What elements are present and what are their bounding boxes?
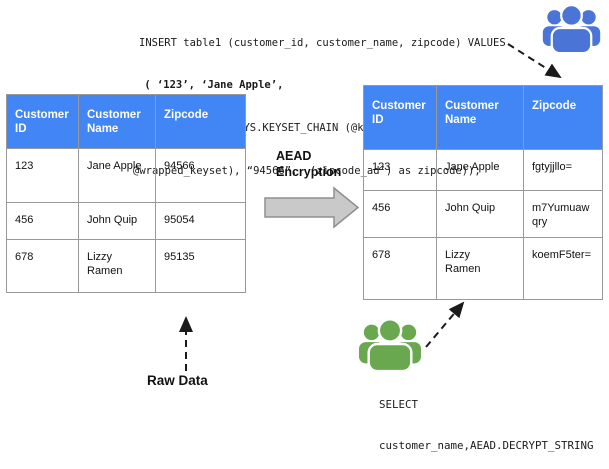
cell-text: Jane Apple (445, 161, 500, 173)
table-row: 456 John Quip 95054 (6, 202, 246, 240)
table-cell: 456 (363, 190, 437, 238)
cell-text: John Quip (87, 214, 138, 226)
table-cell: koemF5ter= (523, 237, 603, 300)
raw-data-label: Raw Data (147, 373, 208, 388)
table-cell: m7Yumuawqry (523, 190, 603, 238)
cell-text: Lizzy Ramen (87, 251, 123, 277)
table-cell: John Quip (436, 190, 524, 238)
column-header: Customer ID (6, 94, 79, 149)
table-row: 456 John Quip m7Yumuawqry (363, 190, 603, 238)
cell-text: Lizzy Ramen (445, 249, 481, 275)
table-row: 123 Jane Apple fgtyjjllo= (363, 149, 603, 191)
table-cell: 95135 (155, 239, 246, 293)
column-header: Customer Name (436, 85, 524, 150)
users-group-icon-blue (542, 4, 601, 54)
table-cell: 123 (6, 148, 79, 203)
table-cell: Jane Apple (78, 148, 156, 203)
table-cell: 95054 (155, 202, 246, 240)
table-cell: 123 (363, 149, 437, 191)
encrypted-value: m7Yumuawqry (532, 202, 590, 228)
column-header: Zipcode (155, 94, 246, 149)
users-group-icon-green (359, 318, 421, 373)
insert-sql-line: ( ‘123’, ‘Jane Apple’, (138, 79, 284, 92)
decrypt-flow-dashed-arrow (425, 301, 465, 348)
column-header: Customer Name (78, 94, 156, 149)
encrypted-value: fgtyjjllo= (532, 161, 573, 173)
table-cell: fgtyjjllo= (523, 149, 603, 191)
cell-text: John Quip (445, 202, 496, 214)
cell-text: Jane Apple (87, 160, 142, 172)
table-cell: 678 (363, 237, 437, 300)
table-row: 678 Lizzy Ramen koemF5ter= (363, 237, 603, 300)
table-cell: 678 (6, 239, 79, 293)
select-sql-line: SELECT (379, 398, 419, 411)
table-cell: 456 (6, 202, 79, 240)
column-header: Customer ID (363, 85, 437, 150)
table-cell: 94566 (155, 148, 246, 203)
aead-encryption-label: AEAD Encryption (276, 149, 342, 179)
encrypted-data-table: Customer ID Customer Name Zipcode 123 Ja… (363, 85, 603, 300)
encrypted-value: koemF5ter= (532, 249, 591, 261)
table-row: 123 Jane Apple 94566 (6, 148, 246, 203)
select-sql-code: SELECT customer_name,AEAD.DECRYPT_STRING… (379, 371, 594, 469)
column-header: Zipcode (523, 85, 603, 150)
raw-data-table: Customer ID Customer Name Zipcode 123 Ja… (6, 94, 246, 293)
insert-sql-line: INSERT table1 (customer_id, customer_nam… (139, 36, 506, 49)
select-sql-line: customer_name,AEAD.DECRYPT_STRING (379, 438, 594, 452)
table-row: 678 Lizzy Ramen 95135 (6, 239, 246, 293)
table-cell: John Quip (78, 202, 156, 240)
table-cell: Jane Apple (436, 149, 524, 191)
table-cell: Lizzy Ramen (78, 239, 156, 293)
table-cell: Lizzy Ramen (436, 237, 524, 300)
